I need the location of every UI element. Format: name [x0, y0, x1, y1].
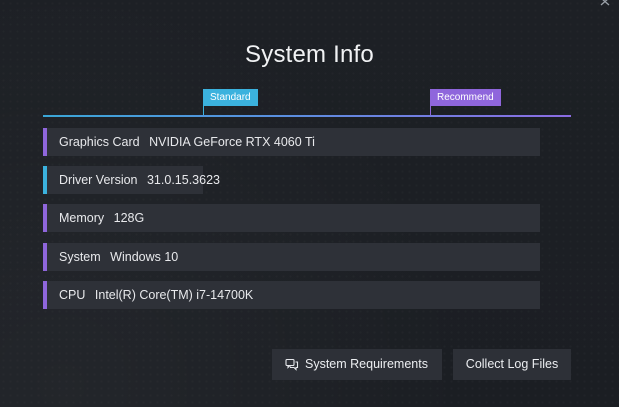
graphics-card-label: Graphics Card	[59, 135, 140, 149]
chat-bubbles-icon	[285, 358, 299, 371]
cpu-row: CPU Intel(R) Core(TM) i7-14700K	[43, 281, 540, 309]
memory-level-bar	[43, 204, 47, 232]
system-label: System	[59, 250, 101, 264]
driver-version-level-bar	[43, 166, 47, 194]
graphics-card-row: Graphics Card NVIDIA GeForce RTX 4060 Ti	[43, 128, 540, 156]
close-icon	[600, 0, 610, 6]
dialog-title: System Info	[245, 41, 374, 68]
cpu-value: Intel(R) Core(TM) i7-14700K	[94, 288, 254, 302]
close-button[interactable]	[597, 0, 615, 12]
cpu-level-bar	[43, 281, 47, 309]
system-level-bar	[43, 243, 47, 271]
spec-scale-line	[43, 115, 571, 117]
memory-row: Memory 128G	[43, 204, 540, 232]
recommend-marker-stem	[430, 106, 431, 116]
collect-log-files-button[interactable]: Collect Log Files	[453, 349, 571, 380]
standard-marker-stem	[203, 106, 204, 116]
driver-version-row: Driver Version 31.0.15.3623	[43, 166, 220, 194]
memory-label: Memory	[59, 211, 105, 225]
memory-value: 128G	[113, 211, 145, 225]
system-requirements-button[interactable]: System Requirements	[272, 349, 442, 380]
driver-version-value: 31.0.15.3623	[146, 173, 220, 187]
standard-marker-label: Standard	[203, 89, 258, 106]
system-row: System Windows 10	[43, 243, 540, 271]
recommend-marker-label: Recommend	[430, 89, 501, 106]
system-requirements-label: System Requirements	[305, 357, 428, 371]
driver-version-label: Driver Version	[59, 173, 138, 187]
graphics-card-value: NVIDIA GeForce RTX 4060 Ti	[149, 135, 315, 149]
graphics-card-level-bar	[43, 128, 47, 156]
cpu-label: CPU	[59, 288, 86, 302]
system-value: Windows 10	[110, 250, 179, 264]
